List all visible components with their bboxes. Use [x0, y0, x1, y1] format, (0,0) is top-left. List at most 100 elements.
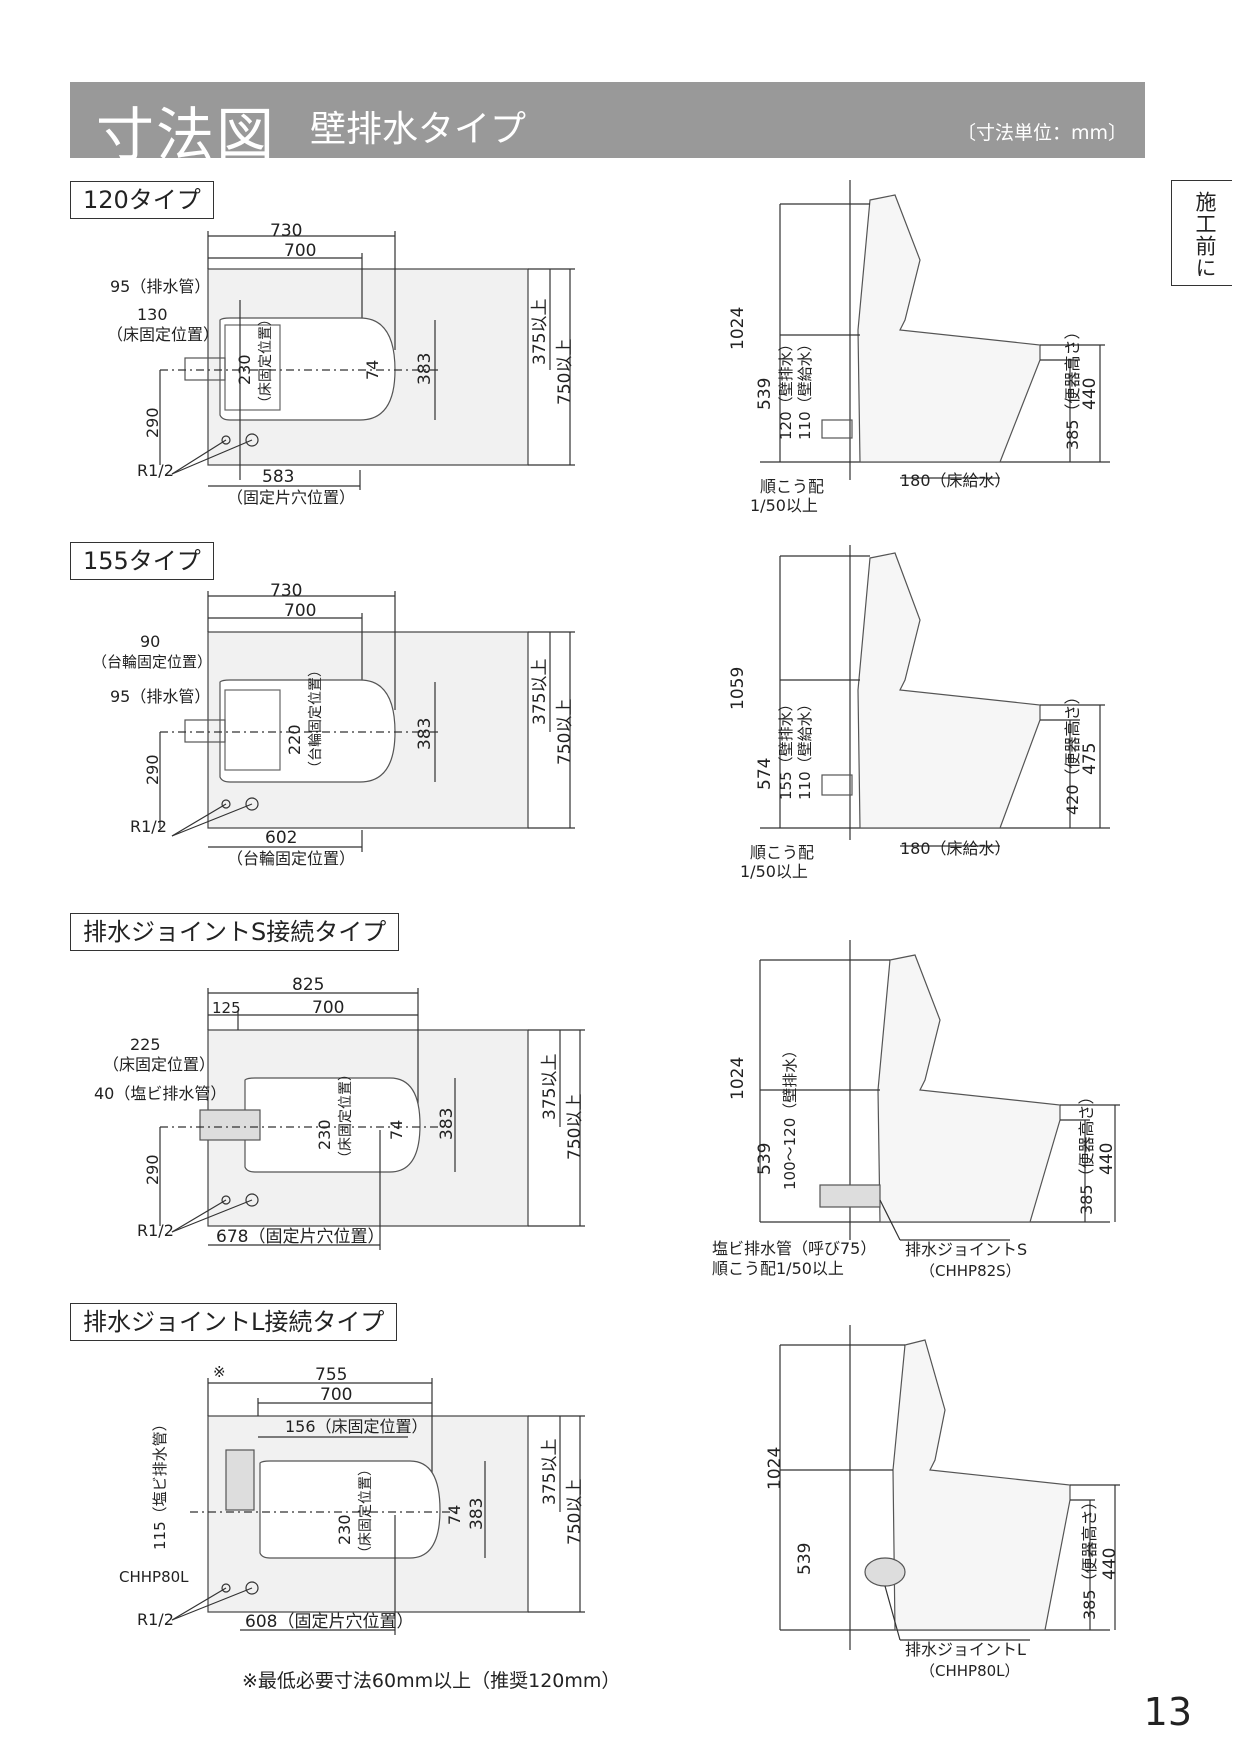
dim-383: 383 — [437, 1108, 457, 1140]
dim-220: 220 — [285, 724, 304, 755]
dim-90: 90 — [140, 632, 160, 651]
label-r12: R1/2 — [137, 1610, 174, 1629]
dim-825: 825 — [292, 975, 324, 995]
plan-view-joint-l: ※ 755 700 156（床固定位置） 115（塩ビ排水管） CHHP80L … — [119, 1363, 585, 1635]
label-slope-2: 1/50以上 — [740, 862, 808, 881]
dim-583: 583 — [262, 467, 294, 487]
dim-730: 730 — [270, 221, 302, 241]
unit-note: 〔寸法単位：mm〕 — [956, 122, 1127, 144]
dim-700: 700 — [320, 1385, 352, 1405]
dim-230-label: （床固定位置） — [258, 312, 274, 410]
dim-375: 375以上 — [540, 1439, 560, 1505]
dim-230: 230 — [315, 1119, 334, 1150]
dim-440: 440 — [1100, 1548, 1120, 1580]
dim-drain: 100〜120（壁排水） — [781, 1043, 799, 1190]
dim-1024: 1024 — [765, 1447, 785, 1490]
dim-602: 602 — [265, 828, 297, 848]
side-view-joint-l: 1024 539 385（便器高さ） 440 排水ジョイントL （CHHP80L… — [765, 1325, 1120, 1680]
section-label-155: 155タイプ — [70, 542, 214, 580]
plan-view-120: 730 700 95（排水管） 130 （床固定位置） 290 230 （床固定… — [107, 221, 575, 507]
dim-230-label: （床固定位置） — [358, 1462, 374, 1560]
dim-130: 130 — [137, 305, 168, 324]
side-tab: 施工前に — [1171, 180, 1232, 286]
dim-1024: 1024 — [728, 307, 748, 350]
dim-74: 74 — [387, 1120, 406, 1140]
dim-pipe: 95（排水管） — [110, 687, 210, 706]
dim-125: 125 — [212, 999, 241, 1017]
dim-375: 375以上 — [530, 659, 550, 725]
page-number: 13 — [1143, 1690, 1192, 1734]
dim-730: 730 — [270, 581, 302, 601]
dim-583-label: （固定片穴位置） — [227, 488, 355, 507]
dim-74: 74 — [445, 1505, 464, 1525]
dim-700: 700 — [284, 241, 316, 261]
dim-130-label: （床固定位置） — [107, 325, 219, 344]
dim-90-label: （台輪固定位置） — [92, 653, 212, 671]
dim-225: 225 — [130, 1035, 161, 1054]
mark-note: ※ — [213, 1363, 226, 1381]
dim-440: 440 — [1097, 1143, 1117, 1175]
label-r12: R1/2 — [137, 461, 174, 480]
dim-750: 750以上 — [555, 699, 575, 765]
label-floor: 180（床給水） — [900, 839, 1011, 858]
dim-74: 74 — [363, 360, 382, 380]
dim-755: 755 — [315, 1365, 347, 1385]
dim-seat: 385（便器高さ） — [1063, 323, 1082, 450]
dim-700: 700 — [284, 601, 316, 621]
label-slope: 順こう配1/50以上 — [712, 1259, 844, 1278]
page-title: 寸法図 — [96, 101, 277, 169]
dim-pipe: 95（排水管） — [110, 277, 210, 296]
dim-383: 383 — [415, 353, 435, 385]
label-joint-l-code: （CHHP80L） — [920, 1662, 1020, 1680]
dim-608: 608（固定片穴位置） — [245, 1612, 413, 1632]
dim-supply: 110（壁給水） — [796, 336, 814, 440]
dim-290: 290 — [143, 407, 162, 438]
section-label-120: 120タイプ — [70, 181, 214, 219]
dim-290: 290 — [143, 754, 162, 785]
dim-pvc-40: 40（塩ビ排水管） — [94, 1084, 226, 1103]
dim-440: 440 — [1080, 378, 1100, 410]
dim-383: 383 — [467, 1498, 487, 1530]
dim-602-label: （台輪固定位置） — [227, 849, 355, 868]
section-label-joint-l: 排水ジョイントL接続タイプ — [70, 1303, 398, 1341]
dim-pvc-115: 115（塩ビ排水管） — [151, 1416, 169, 1550]
plan-view-joint-s: 825 125 700 225 （床固定位置） 40（塩ビ排水管） 290 23… — [94, 975, 585, 1250]
side-view-joint-s: 1024 539 100〜120（壁排水） 385（便器高さ） 440 塩ビ排水… — [712, 940, 1120, 1280]
dim-375: 375以上 — [540, 1054, 560, 1120]
dim-700: 700 — [312, 998, 344, 1018]
label-slope: 順こう配 — [750, 843, 814, 862]
dim-230: 230 — [335, 1514, 354, 1545]
dim-539: 539 — [755, 378, 775, 410]
dim-220-label: （台輪固定位置） — [307, 663, 324, 775]
dim-750: 750以上 — [555, 339, 575, 405]
dim-574: 574 — [755, 758, 775, 790]
label-r12: R1/2 — [130, 817, 167, 836]
section-label-joint-s: 排水ジョイントS接続タイプ — [70, 913, 400, 951]
label-slope: 順こう配 — [760, 477, 824, 496]
dim-156: 156（床固定位置） — [285, 1417, 428, 1436]
dim-750: 750以上 — [565, 1094, 585, 1160]
footnote: ※最低必要寸法60mm以上（推奨120mm） — [242, 1670, 621, 1692]
label-joint-l: 排水ジョイントL — [905, 1640, 1026, 1659]
label-joint-s-code: （CHHP82S） — [920, 1262, 1021, 1280]
label-r12: R1/2 — [137, 1221, 174, 1240]
dim-supply: 110（壁給水） — [796, 696, 814, 800]
dim-750: 750以上 — [565, 1479, 585, 1545]
dim-539: 539 — [755, 1143, 775, 1175]
side-view-155: 1059 574 155（壁排水） 110（壁給水） 420（便器高さ） 475… — [728, 545, 1110, 881]
label-chhp80l: CHHP80L — [119, 1568, 189, 1586]
dim-seat: 420（便器高さ） — [1063, 688, 1082, 815]
page-subtitle: 壁排水タイプ — [310, 109, 527, 150]
label-floor: 180（床給水） — [900, 471, 1011, 490]
dim-475: 475 — [1080, 743, 1100, 775]
plan-view-155: 730 700 90 （台輪固定位置） 95（排水管） 290 220 （台輪固… — [92, 581, 575, 868]
dim-290: 290 — [143, 1154, 162, 1185]
dim-drain: 155（壁排水） — [777, 696, 795, 800]
dim-539: 539 — [795, 1543, 815, 1575]
dim-1024: 1024 — [728, 1057, 748, 1100]
dim-678: 678（固定片穴位置） — [216, 1227, 384, 1247]
dim-1059: 1059 — [728, 667, 748, 710]
dim-230-label: （床固定位置） — [338, 1067, 354, 1165]
label-joint-s: 排水ジョイントS — [905, 1240, 1027, 1259]
